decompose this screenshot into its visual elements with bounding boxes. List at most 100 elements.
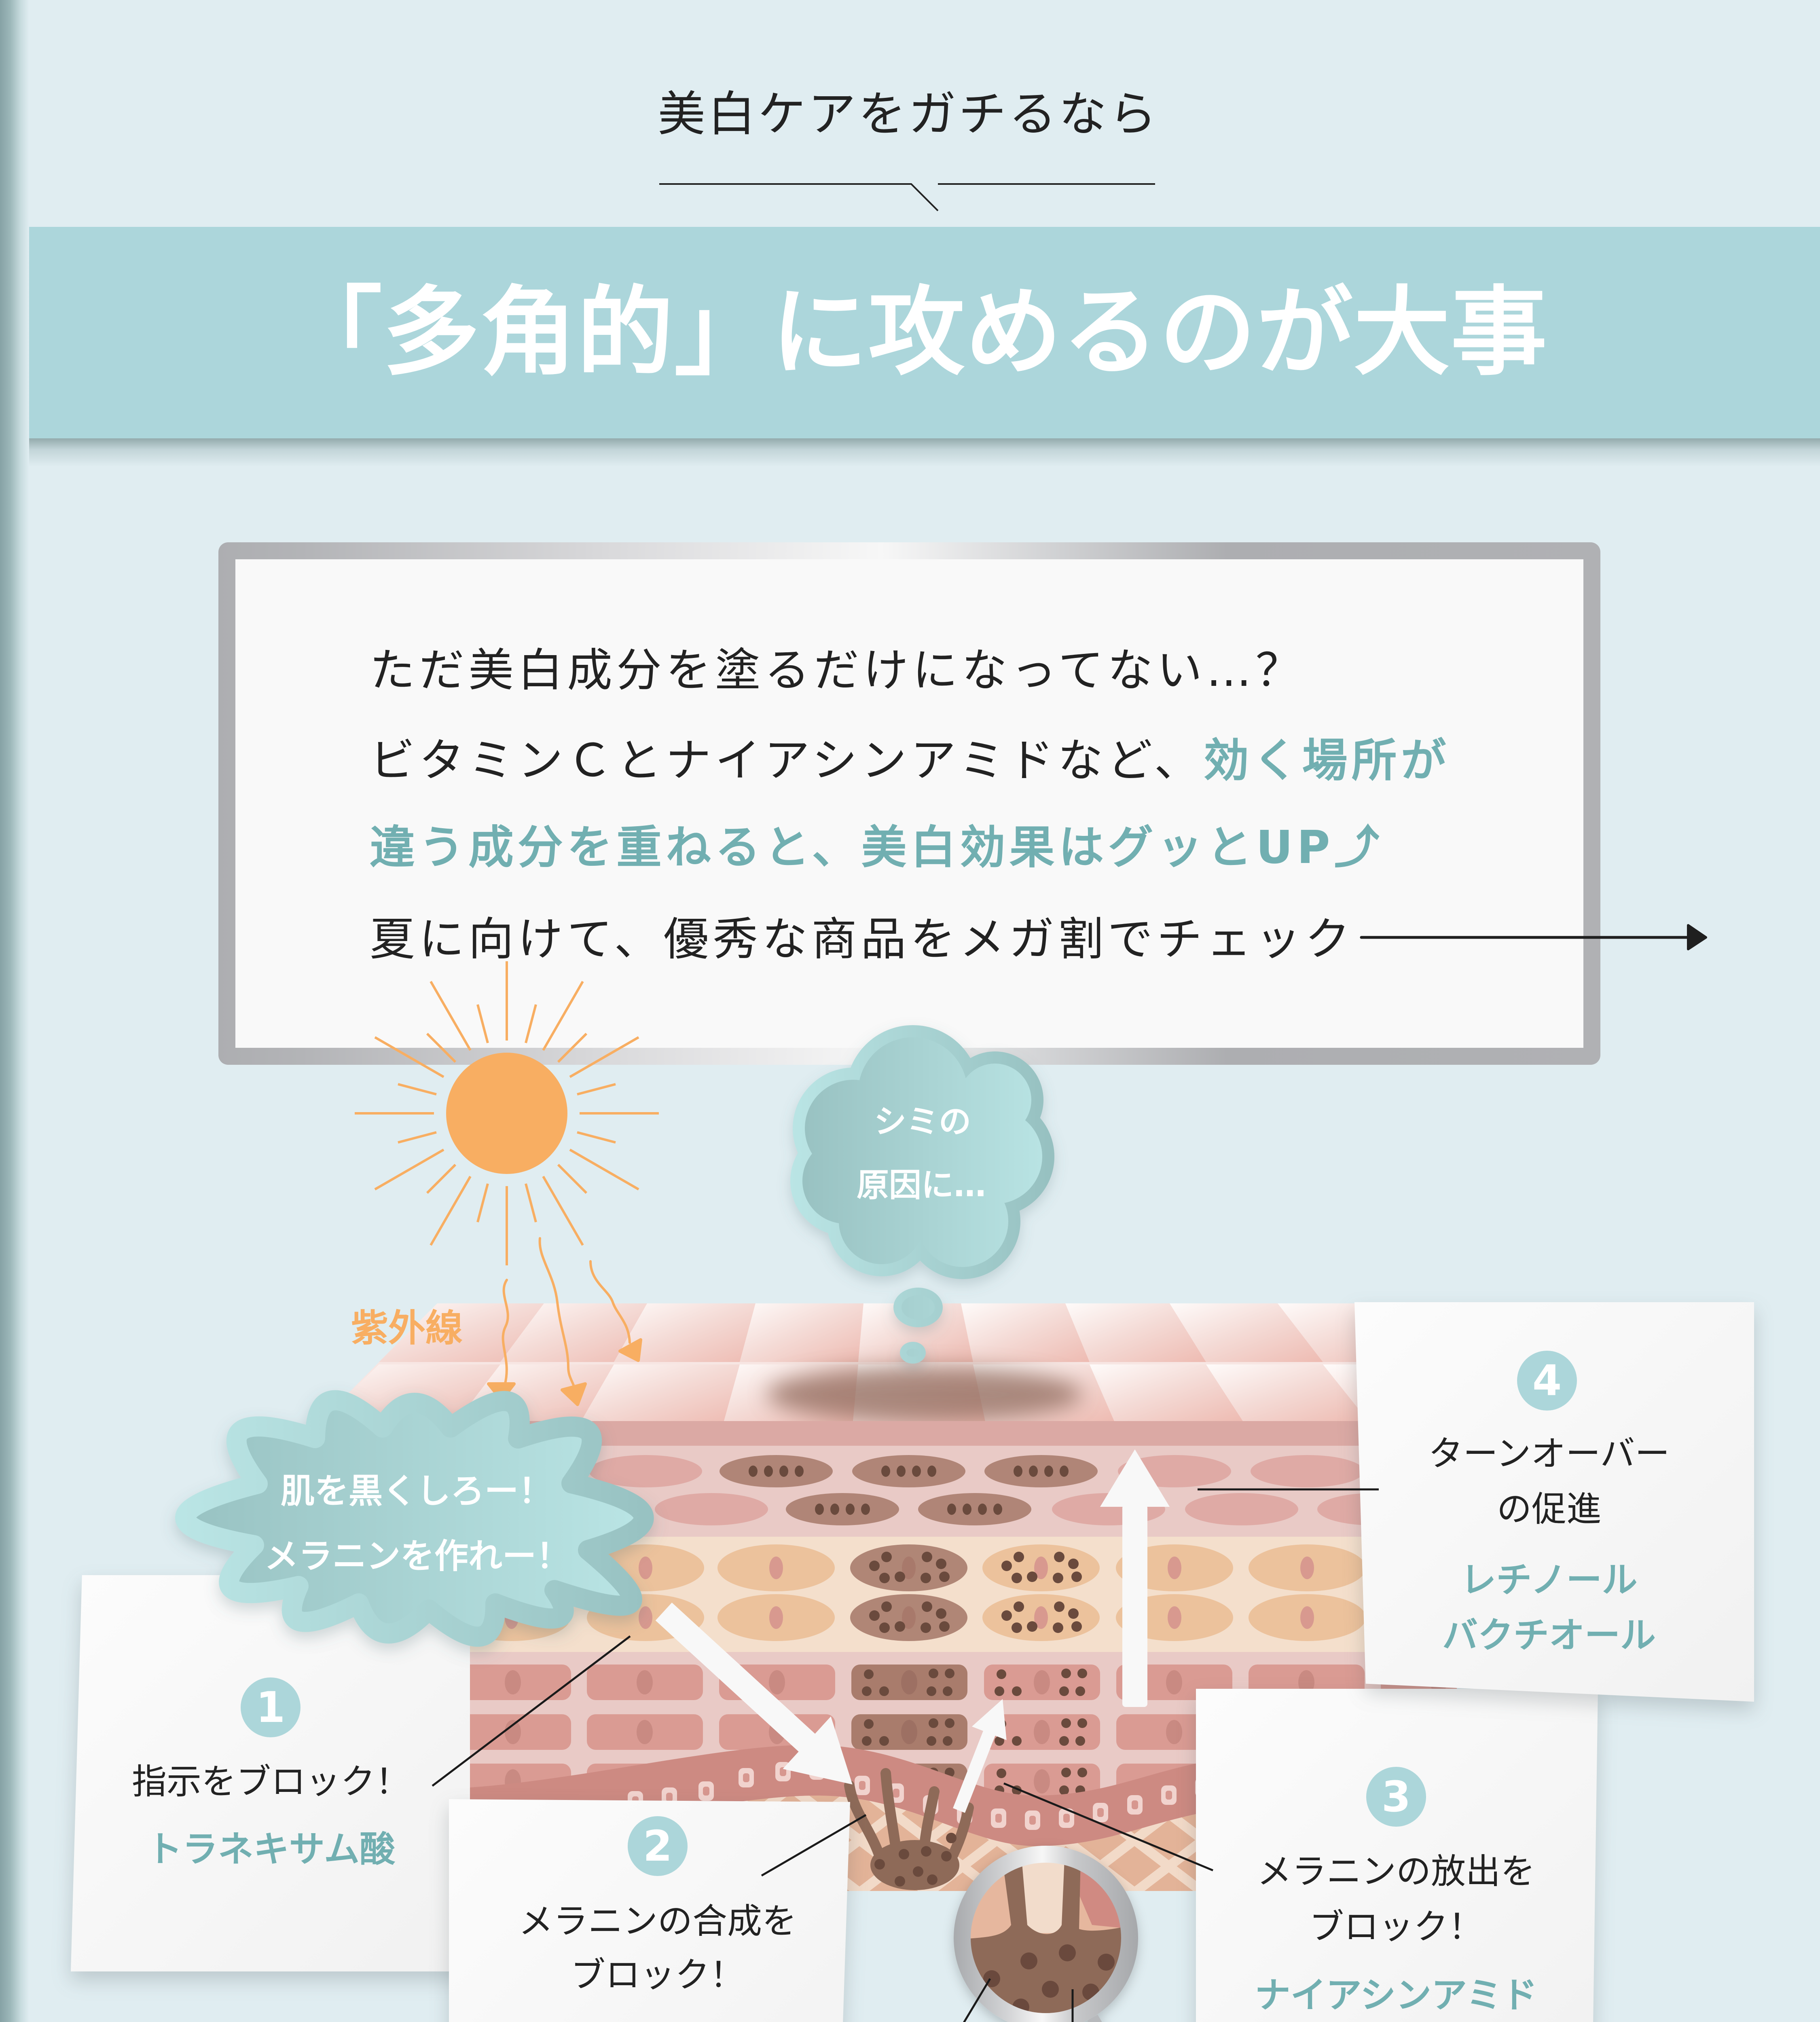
- wavy-arrow-icon: [538, 1237, 575, 1386]
- melanin-cell: [850, 1544, 967, 1591]
- skin-cell: [1116, 1544, 1233, 1591]
- step-number-badge: 4: [1517, 1351, 1577, 1411]
- skin-surface-tile: [961, 1303, 1090, 1362]
- melanocyte-dendrite: [880, 1768, 901, 1853]
- basal-cell: [855, 1776, 870, 1795]
- skin-cell: [470, 1714, 571, 1750]
- skin-cell: [1249, 1544, 1366, 1591]
- melanin-cell: [850, 1594, 967, 1641]
- basal-cell: [698, 1781, 714, 1801]
- intro-line-2: ビタミンＣとナイアシンアミドなど、効く場所が: [370, 734, 1450, 787]
- magnified-melanocyte: [969, 1861, 1123, 2015]
- dark-spot: [767, 1367, 1082, 1422]
- skin-cell: [470, 1665, 571, 1700]
- skin-cell: [587, 1764, 703, 1799]
- skin-cell: [587, 1714, 703, 1750]
- wavy-arrow-icon: [589, 1260, 631, 1344]
- uv-rays: [487, 1237, 642, 1406]
- step-number-badge: 1: [241, 1677, 301, 1737]
- skin-cell: [1249, 1594, 1366, 1641]
- card-description: ブロック！: [1309, 1907, 1483, 1947]
- title-banner: 「多角的」に攻めるのが大事: [0, 227, 1820, 438]
- basal-cell: [889, 1783, 904, 1803]
- thought-dot-large: [893, 1288, 943, 1327]
- magnifier-ring: [954, 1846, 1138, 2022]
- skin-cell: [719, 1714, 835, 1750]
- melanin-cell: [982, 1544, 1100, 1591]
- skin-surface-tile: [321, 1364, 500, 1421]
- melanocyte-body: [870, 1840, 959, 1890]
- skin-surface-tile: [973, 1364, 1114, 1421]
- skin-surface-tiles: [321, 1303, 1496, 1421]
- skin-surface-tile: [1206, 1364, 1368, 1421]
- card-ingredient: ナイアシンアミド: [1255, 1974, 1538, 2016]
- intro-line-1: ただ美白成分を塗るだけになってない…？: [370, 644, 1305, 697]
- burst-bubble-line-1: 肌を黒くしろー！: [280, 1471, 552, 1511]
- card-description: の促進: [1497, 1489, 1601, 1529]
- card-description: メラニンの合成を: [518, 1901, 797, 1942]
- melanin-cell: [851, 1714, 967, 1750]
- magnifier-neck: [1087, 2014, 1102, 2022]
- card-step-4: 4 ターンオーバー の促進 レチノール バクチオール: [1354, 1302, 1754, 1702]
- uv-arrowhead: [618, 1338, 642, 1362]
- card-description: ターンオーバー: [1428, 1434, 1670, 1474]
- intro-line-4-cta[interactable]: 夏に向けて、優秀な商品をメガ割でチェック: [370, 913, 1354, 966]
- basal-cell: [957, 1805, 972, 1824]
- melanin-cell: [984, 1455, 1098, 1487]
- uv-arrowhead: [487, 1382, 516, 1402]
- skin-surface-tile: [740, 1303, 863, 1362]
- skin-surface-tile: [581, 1364, 740, 1421]
- skin-surface-tile: [858, 1303, 973, 1362]
- intro-text-frame: ただ美白成分を塗るだけになってない…？ ビタミンＣとナイアシンアミドなど、効く場…: [218, 542, 1600, 1065]
- basal-cell: [1093, 1803, 1108, 1822]
- leader-line-melanin: [963, 1978, 991, 2022]
- stratum-corneum-layer: [470, 1421, 1457, 1446]
- left-edge-shadow: [0, 0, 29, 2022]
- magnifying-glass-icon: [954, 1846, 1138, 2022]
- banner-shadow: [0, 438, 1820, 467]
- white-arrow-icon: [953, 1699, 1007, 1813]
- basal-cell: [775, 1762, 791, 1781]
- card-ingredient: レチノール: [1460, 1559, 1638, 1601]
- melanin-cell: [786, 1493, 899, 1525]
- skin-cell: [717, 1544, 835, 1591]
- melanocyte-dendrite: [945, 1802, 974, 1865]
- skin-surface-tile: [614, 1303, 756, 1362]
- melanin-cell: [851, 1665, 967, 1700]
- basal-cell: [991, 1808, 1006, 1828]
- skin-cell: [1251, 1455, 1364, 1487]
- melanin-cell: [918, 1493, 1031, 1525]
- card-ingredient: バクチオール: [1442, 1614, 1656, 1656]
- burst-bubble-line-2: メラニンを作れー！: [264, 1536, 570, 1576]
- skin-cell: [655, 1493, 768, 1525]
- intro-line-2-highlight: 効く場所が: [1203, 734, 1450, 787]
- thought-dot-large-inner: [902, 1295, 935, 1320]
- card-description: ブロック！: [571, 1955, 745, 1995]
- thought-dot-small-inner: [906, 1349, 919, 1357]
- melanin-cell: [851, 1764, 967, 1799]
- thought-bubble-line-1: シミの: [874, 1103, 971, 1140]
- skin-surface-tile: [853, 1364, 985, 1421]
- basal-cell: [739, 1768, 754, 1787]
- skin-surface-tile: [500, 1303, 647, 1362]
- basal-cell: [809, 1760, 825, 1780]
- white-arrow-icon: [655, 1602, 853, 1785]
- skin-cell: [719, 1665, 835, 1700]
- thought-bubble-fill: [802, 1037, 1042, 1267]
- skin-cell: [1052, 1493, 1165, 1525]
- skin-surface-tile: [1170, 1303, 1323, 1362]
- white-arrow-icon: [1100, 1449, 1170, 1707]
- step-number-badge: 3: [1366, 1767, 1426, 1827]
- skin-cell: [717, 1594, 835, 1641]
- melanin-cell: [982, 1594, 1100, 1641]
- skin-cell: [587, 1665, 703, 1700]
- melanocyte: [844, 1768, 974, 1890]
- basal-cell: [923, 1795, 938, 1815]
- tile-grout: [321, 1303, 1496, 1421]
- melanin-cell: [984, 1714, 1100, 1750]
- skin-cell: [1118, 1455, 1231, 1487]
- thought-bubble-line-2: 原因に…: [857, 1166, 986, 1204]
- melanin-cell: [984, 1665, 1100, 1700]
- skin-cell: [587, 1594, 704, 1641]
- uv-label: 紫外線: [351, 1307, 463, 1350]
